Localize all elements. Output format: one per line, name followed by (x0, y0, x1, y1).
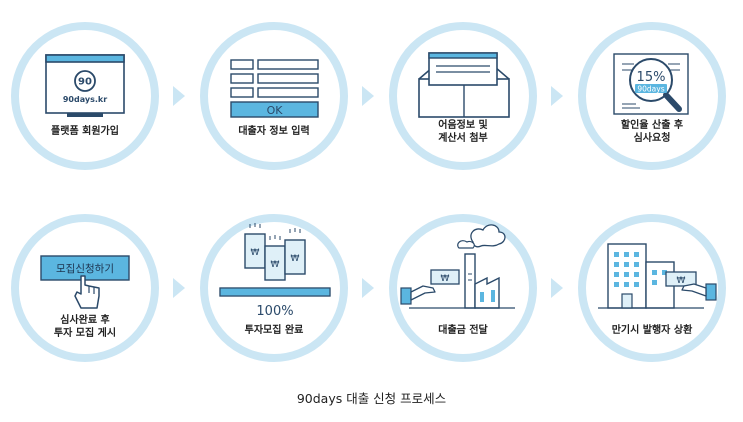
form-icon: OK (230, 59, 319, 118)
rate-value: 15% (637, 70, 666, 85)
logo-text: 90days.kr (63, 95, 107, 104)
falling-bills-icon: ₩ ₩ ₩ 100% (219, 223, 331, 319)
step-post-listing: 모집신청하기 심사완료 후 투자 모집 게시 (11, 214, 159, 362)
chevron-right-icon (551, 278, 563, 298)
rate-subtext: 90days (637, 85, 664, 94)
won-symbol: ₩ (291, 254, 300, 264)
won-symbol: ₩ (251, 248, 260, 258)
envelope-icon (418, 52, 510, 118)
step-signup: 90 90days.kr 플랫폼 회원가입 (11, 22, 159, 170)
step-caption: 심사완료 후 투자 모집 게시 (53, 315, 117, 339)
step-attach-documents: 어음정보 및 계산서 첨부 (389, 22, 537, 170)
step-caption: 투자모집 완료 (244, 325, 304, 336)
chevron-right-icon (173, 86, 185, 106)
apply-button-label: 모집신청하기 (56, 262, 114, 275)
step-caption: 플랫폼 회원가입 (51, 126, 119, 137)
step-loan-delivery: ₩ 대출금 전달 (389, 214, 537, 362)
step-caption: 할인율 산출 후 심사요청 (620, 120, 684, 144)
chevron-right-icon (173, 278, 185, 298)
chevron-right-icon (551, 86, 563, 106)
step-repayment: ₩ 만기시 발행자 상환 (578, 214, 726, 362)
logo-mark: 90 (78, 77, 92, 88)
step-caption: 만기시 발행자 상환 (611, 325, 693, 336)
factory-icon: ₩ (400, 224, 515, 309)
won-symbol: ₩ (441, 274, 450, 284)
monitor-icon: 90 90days.kr (45, 54, 125, 117)
ok-button-label: OK (267, 104, 284, 117)
pointer-hand-icon: 모집신청하기 (40, 255, 130, 309)
step-caption: 어음정보 및 계산서 첨부 (438, 120, 488, 144)
progress-fill (219, 287, 331, 297)
step-borrower-info: OK 대출자 정보 입력 (200, 22, 348, 170)
step-discount-rate: 15% 90days 할인율 산출 후 심사요청 (578, 22, 726, 170)
chevron-right-icon (362, 278, 374, 298)
won-symbol: ₩ (271, 260, 280, 270)
step-ring (11, 22, 159, 170)
magnifier-icon: 15% 90days (613, 53, 689, 115)
building-icon: ₩ (598, 243, 717, 309)
progress-label: 100% (256, 304, 293, 319)
won-symbol: ₩ (677, 276, 686, 286)
diagram-title: 90days 대출 신청 프로세스 (296, 391, 447, 406)
step-caption: 대출자 정보 입력 (238, 126, 310, 137)
step-funding-complete: ₩ ₩ ₩ 100% 투자모집 완료 (200, 214, 348, 362)
chevron-right-icon (362, 86, 374, 106)
step-ring (389, 214, 537, 362)
step-caption: 대출금 전달 (438, 325, 488, 336)
